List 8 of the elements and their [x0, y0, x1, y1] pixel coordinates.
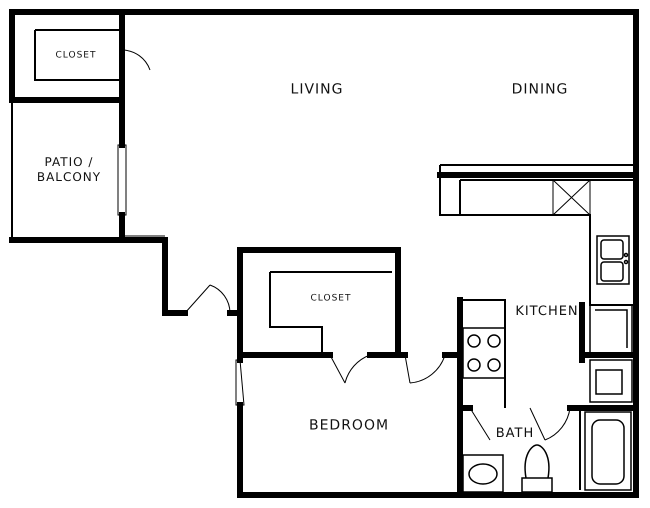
- room-label: LIVING: [290, 81, 344, 99]
- room-label: DINING: [512, 81, 568, 99]
- room-label: CLOSET: [56, 50, 96, 62]
- room-label: PATIO / BALCONY: [36, 155, 102, 185]
- room-label: KITCHEN: [515, 304, 579, 320]
- room-label: CLOSET: [310, 293, 352, 305]
- room-label: BATH: [496, 426, 534, 442]
- room-label: BEDROOM: [308, 417, 390, 435]
